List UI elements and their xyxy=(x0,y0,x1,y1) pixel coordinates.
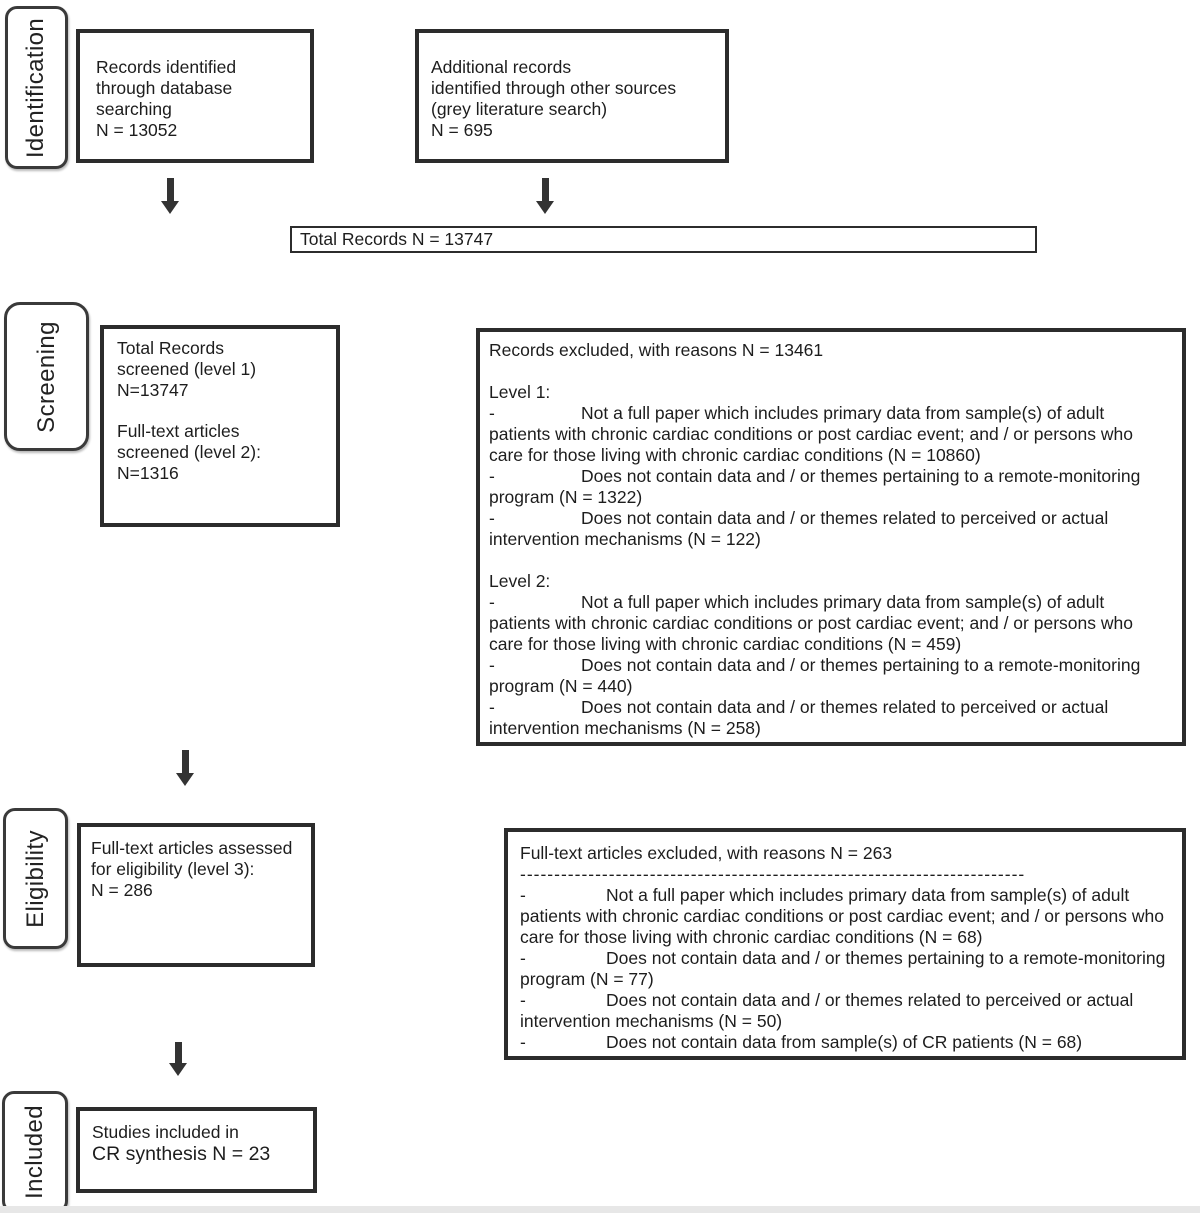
box-line: N = 13052 xyxy=(96,120,178,140)
box-line: for eligibility (level 3): xyxy=(91,859,255,879)
total-records-bar: Total Records N = 13747 xyxy=(290,226,1037,253)
box-line: screened (level 1) xyxy=(117,359,257,379)
box-line: Additional records xyxy=(431,57,572,77)
box-line: Total Records xyxy=(117,338,224,358)
exclusion-reason: -Not a full paper which includes primary… xyxy=(520,885,1172,948)
total-records-text: Total Records N = 13747 xyxy=(300,229,494,249)
exclusion-reason-text: Not a full paper which includes primary … xyxy=(489,403,1133,465)
bullet-dash: - xyxy=(520,1032,526,1052)
down-arrow-eligibility xyxy=(169,1042,187,1076)
records-excluded-box: Records excluded, with reasons N = 13461… xyxy=(476,328,1186,746)
bullet-dash: - xyxy=(489,403,495,423)
exclusion-reason-text: Not a full paper which includes primary … xyxy=(520,885,1164,947)
stage-label-included: Included xyxy=(2,1091,68,1213)
additional-records-box: Additional records identified through ot… xyxy=(415,29,729,163)
box-line: (grey literature search) xyxy=(431,99,608,119)
box-line: N=13747 xyxy=(117,380,189,400)
arrow-head xyxy=(169,1063,187,1076)
box-line: N = 695 xyxy=(431,120,493,140)
down-arrow-screening xyxy=(176,750,194,786)
arrow-stem xyxy=(541,178,549,201)
box-line: through database xyxy=(96,78,233,98)
bullet-dash: - xyxy=(489,592,495,612)
box-line: CR synthesis N = 23 xyxy=(92,1143,271,1165)
full-text-excluded-box: Full-text articles excluded, with reason… xyxy=(504,828,1186,1060)
exclusion-reason-text: Does not contain data and / or themes pe… xyxy=(489,655,1141,696)
arrow-head xyxy=(176,773,194,786)
exclusion-reason-text: Does not contain data and / or themes re… xyxy=(520,990,1134,1031)
arrow-stem xyxy=(174,1042,182,1063)
exclusion-reason-text: Does not contain data and / or themes pe… xyxy=(520,948,1166,989)
bullet-dash: - xyxy=(489,466,495,486)
box-line: N=1316 xyxy=(117,463,179,483)
bullet-dash: - xyxy=(520,948,526,968)
down-arrow-identification-right xyxy=(536,178,554,214)
box-line: identified through other sources xyxy=(431,78,677,98)
exclusion-reason: -Does not contain data and / or themes r… xyxy=(489,508,1170,550)
dashed-divider: ----------------------------------------… xyxy=(520,864,1026,884)
box-line: screened (level 2): xyxy=(117,442,261,462)
bullet-dash: - xyxy=(489,697,495,717)
bullet-dash: - xyxy=(520,990,526,1010)
box-line: Studies included in xyxy=(92,1122,239,1142)
records-identified-box: Records identified through database sear… xyxy=(76,29,314,163)
exclusion-reason-text: Does not contain data from sample(s) of … xyxy=(606,1032,1083,1052)
stage-label-text: Screening xyxy=(32,320,60,433)
level2-heading: Level 2: xyxy=(489,571,551,591)
exclusion-reason-text: Not a full paper which includes primary … xyxy=(489,592,1133,654)
down-arrow-identification-left xyxy=(161,178,179,214)
arrow-stem xyxy=(166,178,174,201)
exclusion-reason: -Does not contain data and / or themes p… xyxy=(489,466,1170,508)
arrow-head xyxy=(161,201,179,214)
exclusion-reason-text: Does not contain data and / or themes re… xyxy=(489,508,1109,549)
stage-label-identification: Identification xyxy=(5,6,68,169)
exclusion-reason: -Not a full paper which includes primary… xyxy=(489,592,1170,655)
box-line: searching xyxy=(96,99,172,119)
stage-label-eligibility: Eligibility xyxy=(3,808,68,949)
bullet-dash: - xyxy=(489,655,495,675)
exclusion-reason: -Does not contain data and / or themes r… xyxy=(489,697,1170,739)
studies-included-box: Studies included in CR synthesis N = 23 xyxy=(76,1107,317,1193)
exclusion-reason: - Does not contain data from sample(s) of… xyxy=(520,1032,1172,1053)
arrow-head xyxy=(536,201,554,214)
exclusion-reason-text: Does not contain data and / or themes pe… xyxy=(489,466,1141,507)
stage-label-text: Identification xyxy=(22,17,50,158)
level1-heading: Level 1: xyxy=(489,382,551,402)
exclusion-reason: -Does not contain data and / or themes p… xyxy=(489,655,1170,697)
stage-label-text: Eligibility xyxy=(21,829,49,928)
box-line: Records identified xyxy=(96,57,237,77)
exclusion-reason: -Does not contain data and / or themes p… xyxy=(520,948,1172,990)
full-text-assessed-box: Full-text articles assessed for eligibil… xyxy=(77,823,315,967)
bullet-dash: - xyxy=(489,508,495,528)
stage-label-text: Included xyxy=(21,1105,49,1199)
exclusion-reason: -Not a full paper which includes primary… xyxy=(489,403,1170,466)
exclusion-reason: -Does not contain data and / or themes r… xyxy=(520,990,1172,1032)
excluded-box-title: Records excluded, with reasons N = 13461 xyxy=(489,340,824,360)
box-line: Full-text articles xyxy=(117,421,240,441)
box-line: Full-text articles assessed xyxy=(91,838,293,858)
records-screened-box: Total Records screened (level 1) N=13747… xyxy=(100,325,340,527)
stage-label-screening: Screening xyxy=(4,302,89,451)
exclusion-reason-text: Does not contain data and / or themes re… xyxy=(489,697,1109,738)
arrow-stem xyxy=(181,750,189,773)
box-line: N = 286 xyxy=(91,880,153,900)
excluded-box-title: Full-text articles excluded, with reason… xyxy=(520,843,893,863)
bullet-dash: - xyxy=(520,885,526,905)
scan-artifact-strip xyxy=(0,1206,1200,1213)
